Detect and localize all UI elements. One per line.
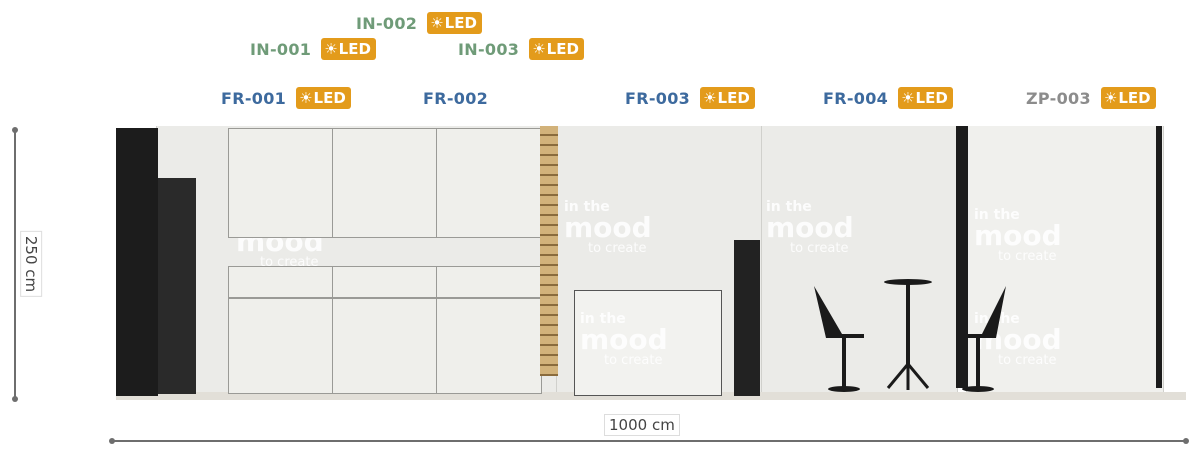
black-shelf-unit (158, 178, 196, 394)
bar-furniture (814, 279, 1006, 392)
led-badge: ☀LED (321, 38, 376, 60)
tag-in-001[interactable]: IN-001 ☀LED (246, 37, 376, 61)
width-dimension-line (112, 440, 1187, 442)
sun-icon: ☀ (703, 89, 717, 107)
bar-stool-leg (976, 338, 980, 390)
cabinet-door (436, 298, 542, 394)
sun-icon: ☀ (1103, 89, 1118, 107)
cabinet-door (436, 128, 542, 238)
bar-stool-seat (958, 286, 1006, 338)
led-badge: ☀LED (700, 87, 755, 109)
led-badge: ☀LED (1100, 87, 1156, 109)
left-column (116, 128, 158, 396)
floor (116, 392, 1186, 400)
tag-code: IN-001 (246, 38, 316, 60)
tag-code: FR-001 (217, 87, 291, 109)
width-dimension-dot-left (109, 438, 115, 444)
height-dimension-line (14, 130, 16, 400)
cabinet-drawer (228, 266, 334, 298)
tag-code: FR-004 (819, 87, 893, 109)
cabinet-drawer (332, 266, 438, 298)
tag-fr-001[interactable]: FR-001 ☀LED (217, 86, 351, 110)
cabinet-door (332, 298, 438, 394)
tag-fr-002[interactable]: FR-002 (419, 86, 493, 110)
cabinet-door (228, 128, 334, 238)
sun-icon: ☀ (901, 89, 915, 107)
tag-fr-004[interactable]: FR-004 ☀LED (819, 86, 953, 110)
tag-zp-003[interactable]: ZP-003 ☀LED (1022, 86, 1156, 110)
height-dimension-label: 250 cm (20, 230, 43, 298)
sun-icon: ☀ (532, 40, 546, 58)
counter (574, 290, 722, 396)
frame-post (1156, 126, 1162, 388)
tag-in-002[interactable]: IN-002 ☀LED (352, 11, 482, 35)
cabinet-door (332, 128, 438, 238)
sun-icon: ☀ (324, 40, 338, 58)
tag-in-003[interactable]: IN-003 ☀LED (454, 37, 584, 61)
frame-post (956, 126, 968, 388)
tag-code: FR-002 (419, 87, 493, 109)
led-badge: ☀LED (296, 87, 351, 109)
bar-stool-base (828, 386, 860, 392)
led-badge: ☀LED (898, 87, 953, 109)
bar-stool-seat (814, 286, 864, 338)
bar-stool-leg (842, 338, 846, 390)
tag-code: FR-003 (621, 87, 695, 109)
tag-code: IN-002 (352, 12, 422, 34)
led-badge: ☀LED (529, 38, 584, 60)
wood-slat-panel (540, 126, 558, 376)
cabinet-door (228, 298, 334, 394)
height-dimension-dot-bottom (12, 396, 18, 402)
back-wall-end (966, 126, 1164, 392)
back-wall-right (761, 126, 958, 392)
cabinet-drawer (436, 266, 542, 298)
bar-table-legs (886, 363, 930, 390)
sun-icon: ☀ (430, 14, 444, 32)
width-dimension-label: 1000 cm (604, 414, 680, 436)
bar-stool-base (962, 386, 994, 392)
brochure-stand (734, 240, 760, 396)
tag-fr-003[interactable]: FR-003 ☀LED (621, 86, 755, 110)
tag-code: ZP-003 (1022, 87, 1095, 109)
width-dimension-dot-right (1183, 438, 1189, 444)
tag-code: IN-003 (454, 38, 524, 60)
led-badge: ☀LED (427, 12, 482, 34)
sun-icon: ☀ (299, 89, 313, 107)
bar-table-pole (906, 282, 910, 364)
height-dimension-dot-top (12, 127, 18, 133)
